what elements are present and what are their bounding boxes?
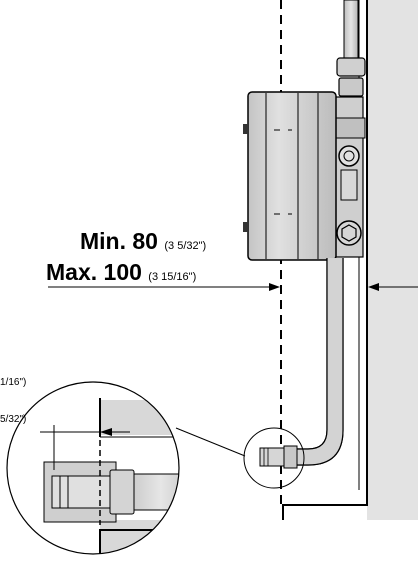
max-dimension-inches: (3 15/16"): [148, 271, 197, 283]
detail-label-top: 1/16"): [0, 377, 27, 388]
pipe-nut-lower: [283, 445, 298, 469]
valve-mid: [340, 169, 358, 201]
pipe-bend-outline: [296, 258, 344, 466]
detail-connector: [51, 475, 111, 509]
detail-dim-arrow: [100, 428, 112, 436]
detail-nut: [109, 469, 135, 515]
wall-surface: [367, 0, 418, 520]
nut-top-2: [338, 77, 364, 97]
arrow-left-head: [368, 283, 379, 291]
detail-view: [6, 381, 180, 555]
min-dimension-inches: (3 5/32"): [164, 240, 207, 252]
max-dimension-value: Max. 100: [46, 259, 142, 285]
dimension-line: [48, 283, 418, 291]
valve-knob-lower: [336, 220, 362, 246]
max-dimension-label: Max. 100 (3 15/16"): [46, 259, 196, 286]
supply-pipe-top: [336, 0, 366, 97]
unit-clip-left-top: [243, 124, 249, 134]
min-dimension-value: Min. 80: [80, 228, 158, 254]
min-dimension-label: Min. 80 (3 5/32"): [80, 228, 206, 255]
nut-top: [336, 57, 366, 77]
valve-knob-upper: [338, 145, 360, 167]
detail-callout-small: [243, 427, 305, 489]
unit-clip-left-bottom: [243, 222, 249, 232]
pipe-top: [343, 0, 359, 63]
pipe-connector: [259, 447, 285, 467]
valve-knob-lower-hex: [341, 224, 357, 242]
pipe-bend-fill: [296, 258, 343, 465]
detail-label-bottom: 5/32"): [0, 414, 27, 425]
detail-circle-outline: [6, 381, 180, 555]
valve-knob-upper-inner: [343, 150, 355, 162]
wall-edge-line: [282, 0, 368, 520]
valve-block: [330, 96, 366, 258]
unit-body: [247, 91, 337, 261]
main-unit: [243, 91, 337, 261]
supply-pipe-down: [259, 258, 344, 469]
callout-leader: [175, 427, 246, 457]
arrow-right-head: [269, 283, 280, 291]
